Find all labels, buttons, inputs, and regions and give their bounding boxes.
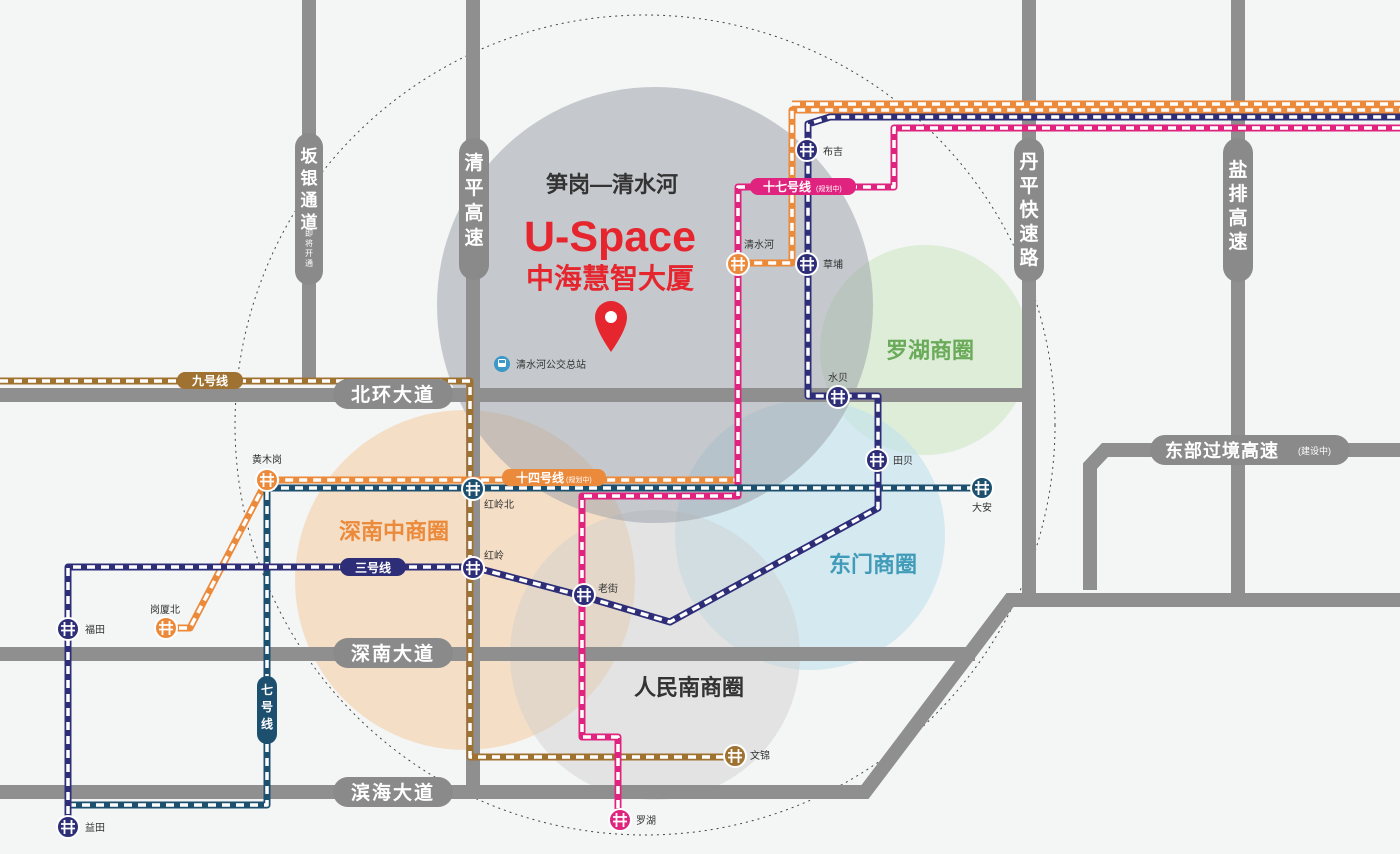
station-label-luohu: 罗湖 [636, 815, 656, 827]
road-label-dongbu: 东部过境高速 (建设中) [1150, 435, 1350, 465]
line-label-14-text: 十四号线 [516, 470, 564, 485]
line-labels: 九号线 十四号线 (规划中) 十七号线 (规划中) 三号线 七号线 [177, 178, 856, 744]
road-label-bantian-text: 坂银通道 [301, 147, 319, 232]
line-label-17: 十七号线 (规划中) [750, 178, 856, 195]
line-label-9: 九号线 [177, 372, 243, 389]
road-label-bantian: 坂银通道 即将开通 [295, 133, 323, 285]
zone-core-area [437, 87, 873, 523]
station-label-huangmugang: 黄木岗 [252, 453, 282, 466]
line-label-14: 十四号线 (规划中) [502, 469, 606, 486]
zone-label-luohu: 罗湖商圈 [886, 338, 974, 363]
road-label-beihuan: 北环大道 [333, 379, 453, 409]
line-label-7-text: 七号线 [261, 683, 273, 731]
station-buji-icon [795, 138, 819, 162]
zone-label-dongmen: 东门商圈 [829, 552, 917, 577]
location-pin-icon [595, 301, 627, 352]
road-label-dongbu-text: 东部过境高速 [1165, 440, 1279, 461]
road-label-danping-text: 丹平快速路 [1019, 152, 1039, 269]
road-labels: 坂银通道 即将开通 清平高速 丹平快速路 盐排高速 北环大道 深南大道 [295, 133, 1350, 807]
road-label-yanpai: 盐排高速 [1223, 138, 1253, 282]
station-label-hongling: 红岭 [484, 549, 504, 562]
station-shuibei-icon [826, 385, 850, 409]
station-luohu-icon [608, 808, 632, 832]
road-label-qingping-text: 清平高速 [464, 151, 483, 249]
station-hongling-icon [461, 556, 485, 580]
line-label-7: 七号线 [257, 676, 277, 744]
station-laojie-icon [572, 583, 596, 607]
station-label-qingshuihe: 清水河 [744, 238, 774, 251]
road-label-binhai: 滨海大道 [333, 777, 453, 807]
station-tianbei-icon [865, 448, 889, 472]
project-block: 笋岗—清水河 U-Space 中海慧智大厦 [524, 172, 696, 352]
road-label-qingping: 清平高速 [459, 138, 489, 280]
radius-ring [234, 14, 1056, 836]
station-label-yitian: 益田 [85, 821, 105, 834]
project-district: 笋岗—清水河 [546, 172, 678, 197]
station-wenjin-icon [723, 744, 747, 768]
station-label-laojie: 老街 [598, 582, 618, 595]
line-label-9-text: 九号线 [191, 373, 228, 388]
road-label-beihuan-text: 北环大道 [351, 383, 435, 406]
station-labels: 布吉 清水河 草埔 水贝 田贝 大安 红岭北 红岭 老街 黄木岗 岗厦北 福田 … [85, 146, 992, 834]
road-label-bantian-note: 即将开通 [305, 229, 313, 268]
road-label-shennan-text: 深南大道 [351, 642, 435, 665]
station-label-gangxiabei: 岗厦北 [150, 604, 180, 616]
metro-line-7 [68, 480, 271, 809]
bus-icon [494, 356, 510, 372]
line-label-17-note: (规划中) [816, 184, 842, 193]
road-label-yanpai-text: 盐排高速 [1228, 158, 1247, 253]
line-label-14-note: (规划中) [566, 475, 592, 484]
project-name-en: U-Space [524, 213, 696, 261]
station-label-daan: 大安 [972, 501, 992, 514]
zone-labels: 深南中商圈 罗湖商圈 东门商圈 人民南商圈 [339, 338, 974, 700]
station-label-buji: 布吉 [823, 146, 843, 158]
road-label-danping: 丹平快速路 [1014, 138, 1044, 282]
station-gangxiabei-icon [154, 616, 178, 640]
line-label-3: 三号线 [340, 558, 406, 576]
station-label-tianbei: 田贝 [893, 455, 913, 467]
stations [56, 138, 994, 839]
metro-line-17 [578, 124, 1400, 822]
station-caopu-icon [795, 252, 819, 276]
road-label-dongbu-note: (建设中) [1298, 445, 1331, 456]
station-futian-icon [56, 617, 80, 641]
bus-station: 清水河公交总站 [494, 356, 586, 372]
station-label-shuibei: 水贝 [828, 372, 848, 384]
line-label-17-text: 十七号线 [763, 179, 811, 194]
zone-label-renminnan: 人民南商圈 [634, 675, 744, 700]
station-honglingbei-icon [461, 477, 485, 501]
station-qingshuihe-icon [726, 252, 750, 276]
road-label-shennan: 深南大道 [333, 638, 453, 668]
bus-station-label: 清水河公交总站 [516, 358, 586, 371]
station-huangmugang-icon [255, 468, 279, 492]
station-label-caopu: 草埔 [823, 258, 843, 271]
line-label-3-text: 三号线 [355, 560, 391, 575]
station-label-futian: 福田 [85, 623, 105, 636]
zone-label-shennan: 深南中商圈 [339, 519, 449, 544]
station-label-wenjin: 文锦 [750, 749, 770, 762]
station-daan-icon [970, 476, 994, 500]
road-label-binhai-text: 滨海大道 [351, 781, 435, 804]
project-name-cn: 中海慧智大厦 [526, 263, 694, 294]
station-yitian-icon [56, 815, 80, 839]
station-label-honglingbei: 红岭北 [484, 498, 514, 511]
